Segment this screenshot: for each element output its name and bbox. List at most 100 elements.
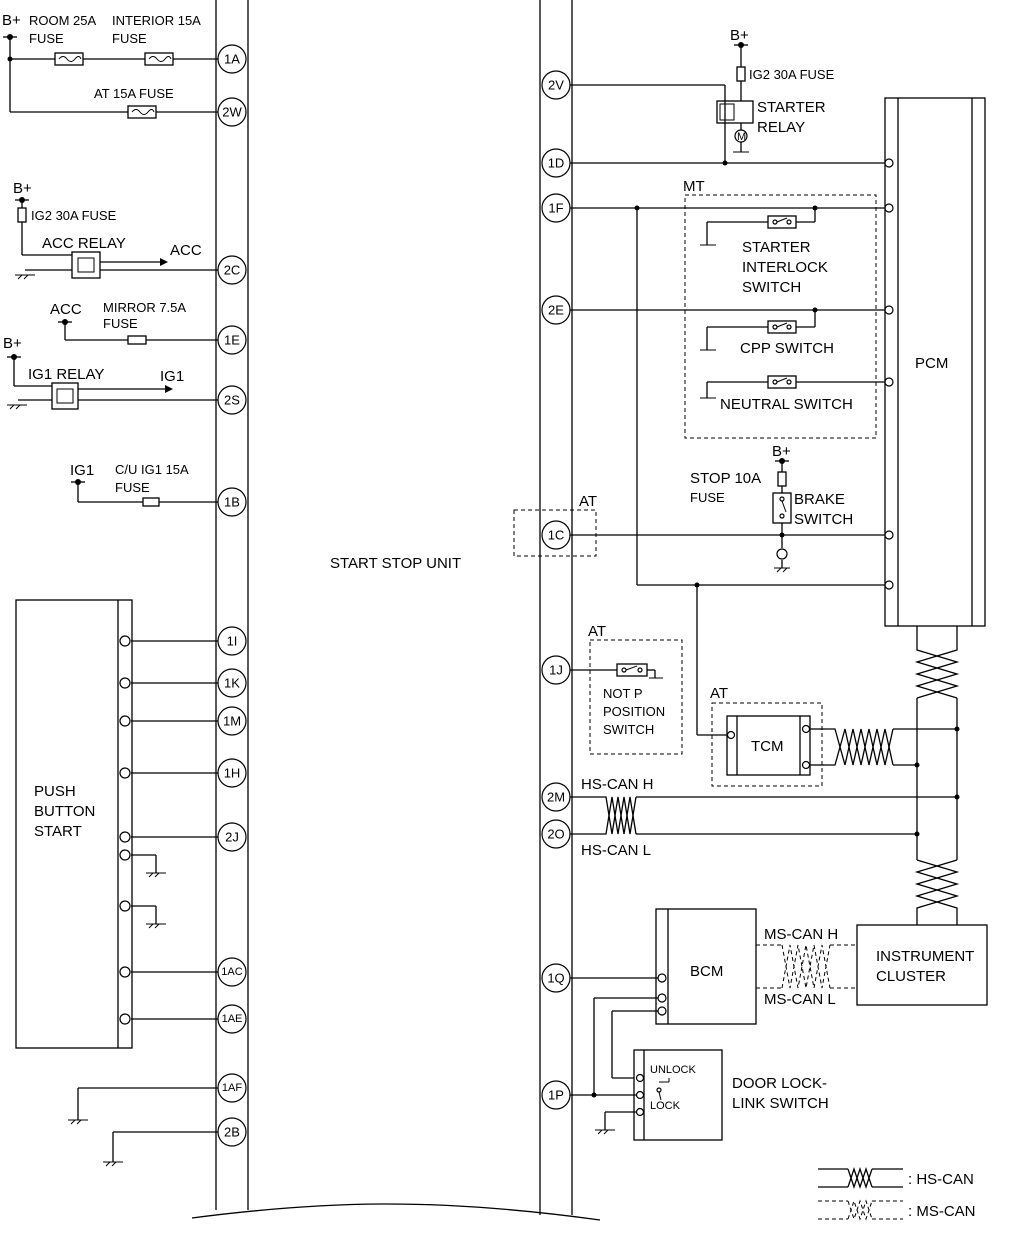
ig1-relay-label: IG1 RELAY (28, 366, 104, 383)
right-pin-1D: 1D (541, 148, 571, 178)
acc-output-label: ACC (170, 242, 202, 259)
svg-text:BRAKE: BRAKE (794, 491, 845, 508)
svg-text:HS-CAN H: HS-CAN H (581, 776, 654, 793)
left-pin-2S: 2S (217, 385, 247, 415)
svg-text:M: M (737, 131, 746, 143)
svg-text:START: START (34, 823, 82, 840)
legend-hs-can: : HS-CAN (908, 1171, 974, 1188)
svg-text:SWITCH: SWITCH (603, 722, 654, 737)
svg-text:1Q: 1Q (547, 971, 564, 986)
svg-text:2E: 2E (548, 303, 564, 318)
svg-text:ACC: ACC (50, 301, 82, 318)
ig2-fuse-label-left: IG2 30A FUSE (31, 208, 117, 223)
tcm-label: TCM (751, 738, 784, 755)
svg-text:2O: 2O (547, 827, 564, 842)
svg-text:HS-CAN L: HS-CAN L (581, 842, 651, 859)
svg-text:AT: AT (588, 623, 606, 640)
svg-text:1F: 1F (548, 201, 563, 216)
cu-ig1-fuse-label-2: FUSE (115, 480, 150, 495)
svg-text:1B: 1B (224, 495, 240, 510)
svg-text:B+: B+ (730, 27, 749, 44)
svg-text:LOCK: LOCK (650, 1100, 681, 1112)
room-interior-fuse-circuit: B+ ROOM 25A FUSE INTERIOR 15A FUSE AT 15… (2, 12, 218, 119)
svg-text:2J: 2J (225, 830, 239, 845)
svg-text:1D: 1D (548, 156, 565, 171)
svg-text:2S: 2S (224, 393, 240, 408)
acc-relay-label: ACC RELAY (42, 235, 126, 252)
mirror-fuse-label-1: MIRROR 7.5A (103, 300, 186, 315)
start-stop-unit: START STOP UNIT (191, 0, 601, 1221)
svg-text:2M: 2M (547, 790, 565, 805)
start-stop-unit-label: START STOP UNIT (330, 555, 461, 572)
at-fuse-label: AT 15A FUSE (94, 86, 174, 101)
legend-ms-can: : MS-CAN (908, 1203, 976, 1220)
mirror-fuse-circuit: ACC MIRROR 7.5A FUSE (50, 300, 218, 345)
left-pin-2B: 2B (217, 1117, 247, 1147)
svg-text:1M: 1M (223, 714, 241, 729)
legend: : HS-CAN : MS-CAN (818, 1166, 976, 1221)
svg-text:MS-CAN L: MS-CAN L (764, 991, 836, 1008)
svg-text:STARTER: STARTER (742, 239, 811, 256)
ig1-relay-circuit: B+ IG1 RELAY IG1 (3, 335, 218, 410)
left-pin-1B: 1B (217, 487, 247, 517)
svg-text:INTERLOCK: INTERLOCK (742, 259, 828, 276)
ig1-output-label: IG1 (160, 368, 184, 385)
svg-text:FUSE: FUSE (690, 490, 725, 505)
brake-switch-circuit: B+ STOP 10A FUSE BRAKE SWITCH (690, 443, 853, 573)
instrument-cluster: INSTRUMENT CLUSTER (856, 924, 988, 1006)
left-pin-1M: 1M (217, 706, 247, 736)
bcm-label: BCM (690, 963, 723, 980)
tcm: AT TCM (696, 585, 823, 787)
left-pin-1E: 1E (217, 325, 247, 355)
cu-ig1-fuse-label-1: C/U IG1 15A (115, 462, 189, 477)
svg-text:1AE: 1AE (222, 1013, 243, 1025)
right-pin-2O: 2O (541, 819, 571, 849)
svg-text:1I: 1I (227, 634, 238, 649)
push-button-start-wiring (119, 635, 218, 1025)
svg-text:MS-CAN H: MS-CAN H (764, 926, 838, 943)
svg-text:POSITION: POSITION (603, 704, 665, 719)
wire-1d-pcm (570, 158, 894, 168)
left-pin-2J: 2J (217, 822, 247, 852)
right-pin-1C: 1C (541, 520, 571, 550)
acc-relay-circuit: B+ IG2 30A FUSE ACC RELAY ACC (13, 180, 218, 280)
svg-text:2V: 2V (548, 78, 564, 93)
svg-text:1P: 1P (548, 1088, 564, 1103)
svg-text:2W: 2W (222, 105, 242, 120)
ig2-fuse-label-right: IG2 30A FUSE (749, 67, 835, 82)
svg-text:SWITCH: SWITCH (742, 279, 801, 296)
left-pin-2W: 2W (217, 97, 247, 127)
svg-text:B+: B+ (3, 335, 22, 352)
ground-1af-2b (68, 1087, 218, 1167)
right-pin-1F: 1F (541, 193, 571, 223)
room-fuse-label-1: ROOM 25A (29, 13, 97, 28)
push-button-start: PUSH BUTTON START (15, 599, 133, 1049)
left-pin-1AC: 1AC (217, 957, 247, 987)
hs-can-pcm-bus (914, 626, 960, 925)
starter-relay-circuit: B+ IG2 30A FUSE M STARTER RELAY (570, 27, 835, 163)
svg-text:1AC: 1AC (221, 966, 242, 978)
svg-text:PUSH: PUSH (34, 783, 76, 800)
svg-text:BUTTON: BUTTON (34, 803, 95, 820)
svg-text:DOOR LOCK-: DOOR LOCK- (732, 1075, 827, 1092)
cu-ig1-fuse-circuit: IG1 C/U IG1 15A FUSE (70, 462, 218, 507)
left-pin-1AE: 1AE (217, 1004, 247, 1034)
svg-text:1A: 1A (224, 52, 240, 67)
starter-relay-label-1: STARTER (757, 99, 826, 116)
mirror-fuse-label-2: FUSE (103, 316, 138, 331)
left-pin-1I: 1I (217, 626, 247, 656)
right-pin-2E: 2E (541, 295, 571, 325)
svg-text:CLUSTER: CLUSTER (876, 968, 946, 985)
svg-text:UNLOCK: UNLOCK (650, 1064, 697, 1076)
hs-can-tcm (810, 726, 960, 768)
svg-text:SWITCH: SWITCH (794, 511, 853, 528)
left-pin-2C: 2C (217, 255, 247, 285)
svg-text:1H: 1H (224, 766, 241, 781)
ms-can-bus: MS-CAN H MS-CAN L (756, 926, 857, 1008)
right-pin-1J: 1J (541, 655, 571, 685)
svg-text:1J: 1J (549, 663, 563, 678)
hs-can-ssu: HS-CAN H HS-CAN L (570, 776, 960, 859)
svg-text:2B: 2B (224, 1125, 240, 1140)
pcm: PCM (884, 97, 986, 627)
